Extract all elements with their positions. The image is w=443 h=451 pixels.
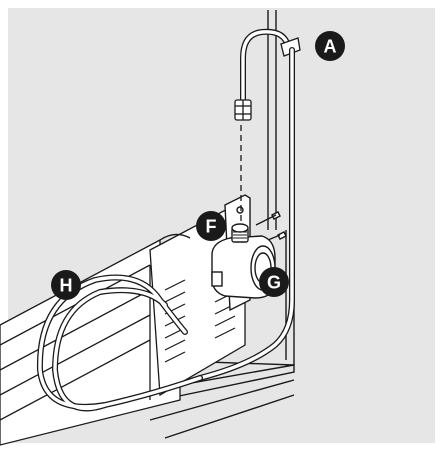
callout-a-circle bbox=[315, 31, 345, 61]
callout-h-label: H bbox=[60, 276, 73, 296]
callout-g-label: G bbox=[267, 273, 281, 293]
callout-h: H bbox=[51, 270, 81, 300]
tube-clip bbox=[280, 37, 301, 57]
water-tube-vertical bbox=[197, 47, 295, 381]
callout-h-circle bbox=[51, 270, 81, 300]
coiled-water-line bbox=[36, 274, 203, 412]
callout-a: A bbox=[315, 31, 345, 61]
callout-f-label: F bbox=[206, 217, 217, 237]
callout-f-circle bbox=[196, 211, 226, 241]
callout-g: G bbox=[259, 267, 289, 297]
callout-f: F bbox=[196, 211, 226, 241]
callout-g-circle bbox=[259, 267, 289, 297]
callout-a-label: A bbox=[324, 37, 337, 57]
compression-nut bbox=[234, 99, 252, 121]
water-tube-upper bbox=[240, 28, 291, 103]
